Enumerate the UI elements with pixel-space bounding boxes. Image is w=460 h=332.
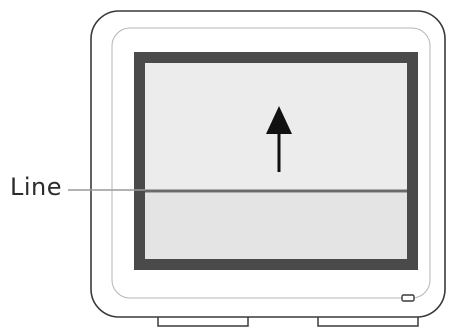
screen-lower-band	[145, 193, 407, 259]
power-indicator-icon	[402, 295, 414, 301]
line-label: Line	[10, 172, 62, 202]
